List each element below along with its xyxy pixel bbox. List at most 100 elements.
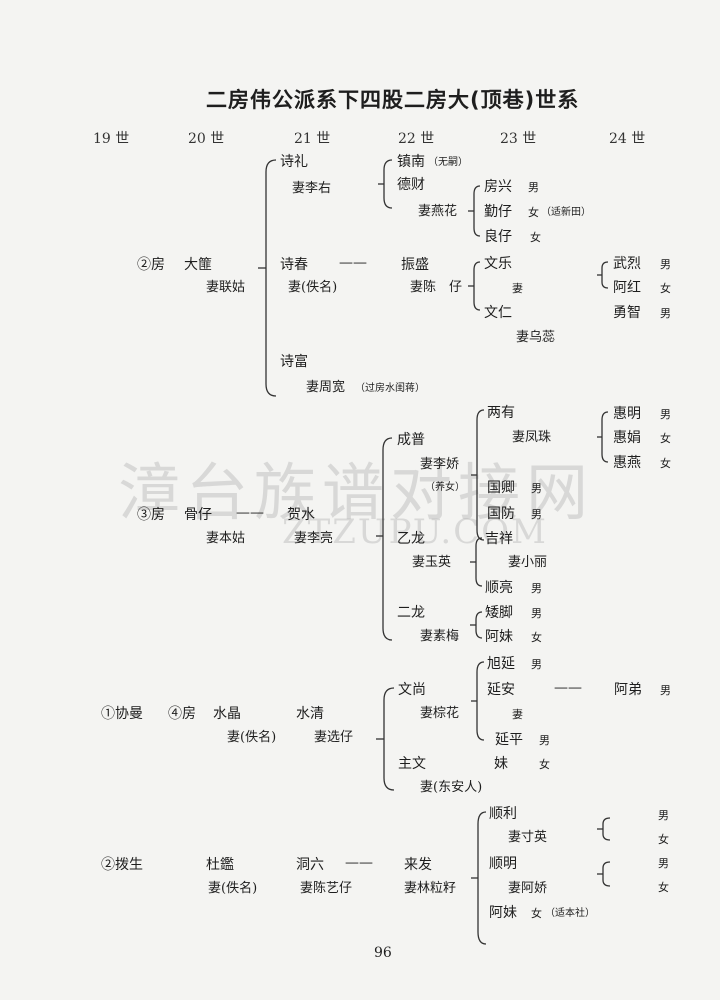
branch1-c1b-child3-name: 良仔	[484, 229, 512, 245]
page-title: 二房伟公派系下四股二房大(顶巷)世系	[206, 88, 580, 112]
branch1-c1-name: 诗礼	[280, 154, 308, 170]
branch1-c3-wife: 妻周宽	[306, 380, 346, 395]
branch2-b-name: 乙龙	[397, 531, 425, 547]
branch2-a3-sex: 男	[531, 508, 542, 521]
branch1-g24-child3-name: 勇智	[613, 305, 641, 321]
branch3-a2-dash: ——	[554, 680, 582, 696]
branch2-b2-name: 顺亮	[485, 580, 513, 596]
branch2-b1-name: 吉祥	[485, 531, 513, 547]
branch1-c2a-child1-wife: 妻	[512, 282, 523, 295]
branch2-c-wife: 妻素梅	[420, 629, 460, 644]
branch4-b-name: 顺明	[489, 856, 517, 872]
branch3-a2-child-sex: 男	[660, 684, 671, 697]
branch1-c1a-name: 镇南	[397, 154, 425, 170]
branch2-b1-wife: 妻小丽	[508, 555, 548, 570]
branch3-g20-wife: 妻(佚名)	[227, 730, 277, 745]
branch4-g20-wife: 妻(佚名)	[208, 881, 258, 896]
branch4-g20-name: 杜鑑	[206, 857, 234, 873]
page-number: 96	[374, 945, 392, 961]
branch2-c2-name: 阿妹	[485, 629, 513, 645]
branch4-g21-dash: ——	[345, 855, 373, 871]
branch2-a-name: 成普	[397, 432, 425, 448]
branch3-a2-wife: 妻	[512, 708, 523, 721]
branch1-c1b-name: 德财	[397, 177, 425, 193]
generation-21-label: 21 世	[294, 131, 331, 147]
branch3-a2-child-name: 阿弟	[614, 682, 642, 698]
branch4-c-sex: 女	[531, 907, 542, 920]
branch3-a1-name: 旭延	[487, 656, 515, 672]
branch2-a1-child1-sex: 男	[660, 408, 671, 421]
branch2-c1-name: 矮脚	[485, 605, 513, 621]
branch1-g24-child2-sex: 女	[660, 282, 671, 295]
branch4-a-child2-sex: 女	[658, 833, 669, 846]
branch1-c2a-child2-name: 文仁	[484, 305, 512, 321]
branch4-root: ②拨生	[101, 857, 143, 873]
branch2-a1-child3-sex: 女	[660, 457, 671, 470]
branch4-a-name: 顺利	[489, 806, 517, 822]
branch2-c2-sex: 女	[531, 631, 542, 644]
branch2-g20-wife: 妻本姑	[206, 531, 246, 546]
branch1-c1-wife: 妻李右	[292, 181, 332, 196]
branch1-c2a-child2-wife: 妻乌蕊	[516, 330, 556, 345]
branch2-a1-child2-sex: 女	[660, 432, 671, 445]
branch1-c2-wife: 妻(佚名)	[288, 280, 338, 295]
generation-23-label: 23 世	[500, 131, 537, 147]
branch2-g21-name: 贺水	[287, 507, 315, 523]
branch2-a2-sex: 男	[531, 482, 542, 495]
branch1-c3-name: 诗富	[280, 354, 308, 370]
branch3-root2: ④房	[168, 706, 196, 722]
branch2-c1-sex: 男	[531, 607, 542, 620]
branch2-a2-name: 国卿	[487, 480, 515, 496]
branch1-c3-note: （过房水闺蒋）	[355, 383, 425, 394]
branch1-c1b-child1-name: 房兴	[484, 179, 512, 195]
branch3-a1-sex: 男	[531, 658, 542, 671]
branch1-c1b-child2-name: 勤仔	[484, 204, 512, 220]
branch3-a-name: 文尚	[398, 682, 426, 698]
branch1-g24-child1-name: 武烈	[613, 256, 641, 272]
branch2-a1-child3-name: 惠燕	[613, 455, 641, 471]
branch1-g24-child1-sex: 男	[660, 258, 671, 271]
branch2-c-name: 二龙	[397, 605, 425, 621]
branch1-c1b-wife: 妻燕花	[418, 204, 458, 219]
branch1-g20-name: 大篚	[184, 257, 212, 273]
branch1-c1b-child1-sex: 男	[528, 181, 539, 194]
branch2-b-wife: 妻玉英	[412, 555, 452, 570]
branch4-a-wife: 妻寸英	[508, 830, 548, 845]
generation-24-label: 24 世	[609, 131, 646, 147]
branch2-a-note: （养女）	[425, 482, 465, 493]
generation-19-label: 19 世	[93, 131, 130, 147]
branch2-a1-name: 两有	[487, 405, 515, 421]
branch2-a1-child1-name: 惠明	[613, 406, 641, 422]
branch3-a2-name: 延安	[487, 682, 515, 698]
branch1-g24-child2-name: 阿红	[613, 280, 641, 296]
branch4-a-child1-sex: 男	[658, 809, 669, 822]
branch3-b-wife: 妻(东安人)	[420, 780, 483, 795]
branch3-b-child-sex: 女	[539, 758, 550, 771]
branch4-g21-name: 洞六	[296, 857, 324, 873]
branch3-a3-name: 延平	[495, 732, 523, 748]
branch2-g20-dash: ——	[236, 505, 264, 521]
branch2-a3-name: 国防	[487, 506, 515, 522]
generation-22-label: 22 世	[398, 131, 435, 147]
branch4-g21-wife: 妻陈艺仔	[300, 881, 353, 896]
branch2-a-wife: 妻李娇	[420, 457, 460, 472]
branch1-root: ②房	[137, 257, 165, 273]
branch3-b-child-name: 妹	[494, 756, 508, 772]
branch3-root1: ①协曼	[101, 706, 143, 722]
branch1-c2a-child1-name: 文乐	[484, 256, 512, 272]
branch1-c1b-child2-note: （适新田）	[541, 207, 591, 218]
branch1-c2a-name: 振盛	[401, 257, 429, 273]
branch1-c2-name: 诗春	[280, 257, 308, 273]
branch4-b-child2-sex: 女	[658, 881, 669, 894]
branch1-g24-child3-sex: 男	[660, 307, 671, 320]
branch2-a1-child2-name: 惠娟	[613, 430, 641, 446]
branch1-g20-wife: 妻联姑	[206, 280, 246, 295]
branch1-c1b-child2-sex: 女	[528, 206, 539, 219]
branch4-b-child1-sex: 男	[658, 857, 669, 870]
branch4-c-note: （适本社）	[545, 908, 595, 919]
branch1-c1b-child3-sex: 女	[530, 231, 541, 244]
branch3-a-wife: 妻棕花	[420, 706, 460, 721]
branch4-g22-name: 来发	[404, 857, 432, 873]
branch4-g22-wife: 妻林粒籽	[404, 881, 457, 896]
